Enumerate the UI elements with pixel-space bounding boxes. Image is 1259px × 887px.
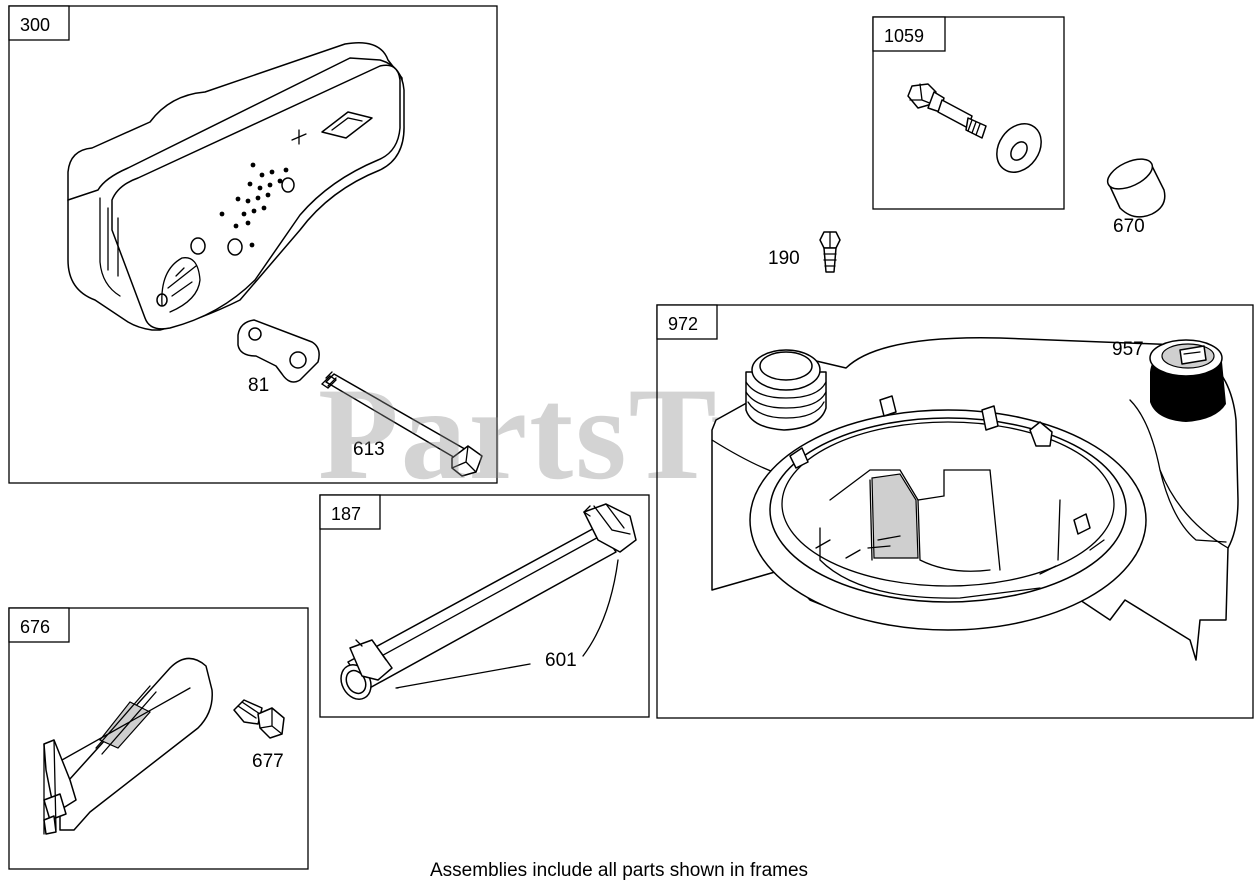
callout-601-leader [395,663,531,689]
stud-bolt-part[interactable] [320,371,483,477]
callout-81[interactable]: 81 [248,375,269,396]
callout-601-leader-upper [582,559,619,657]
frame-187-tag[interactable]: 187 [331,504,361,524]
muffler-part[interactable] [67,42,405,331]
frame-187: 187 601 [319,494,650,718]
fuel-tank-part[interactable] [711,337,1239,661]
shield-bracket-part[interactable] [43,657,213,835]
callout-613[interactable]: 613 [353,439,385,460]
small-bolt-part[interactable] [819,231,841,273]
frame-300: 300 [8,5,498,484]
frame-972: 972 [656,304,1254,719]
callout-957[interactable]: 957 [1112,339,1144,360]
gasket-part[interactable] [237,319,320,383]
frame-300-tag[interactable]: 300 [20,15,50,35]
shoulder-bolt-part[interactable] [907,83,987,139]
frame-676-tag[interactable]: 676 [20,617,50,637]
fuel-line-part[interactable] [335,503,637,704]
washer-part[interactable] [988,115,1051,181]
frame-1059-tag[interactable]: 1059 [884,26,924,46]
callout-190[interactable]: 190 [768,248,800,269]
footer-note: Assemblies include all parts shown in fr… [430,860,808,881]
callout-601[interactable]: 601 [545,650,577,671]
fuel-cap-part[interactable] [1149,339,1226,422]
screw-677-part[interactable] [233,699,285,739]
spacer-bushing-part[interactable] [1103,153,1166,218]
frame-972-tag[interactable]: 972 [668,314,698,334]
frame-1059: 1059 [872,16,1065,210]
callout-677[interactable]: 677 [252,751,284,772]
callout-670[interactable]: 670 [1113,216,1145,237]
frame-676: 676 677 [8,607,309,870]
